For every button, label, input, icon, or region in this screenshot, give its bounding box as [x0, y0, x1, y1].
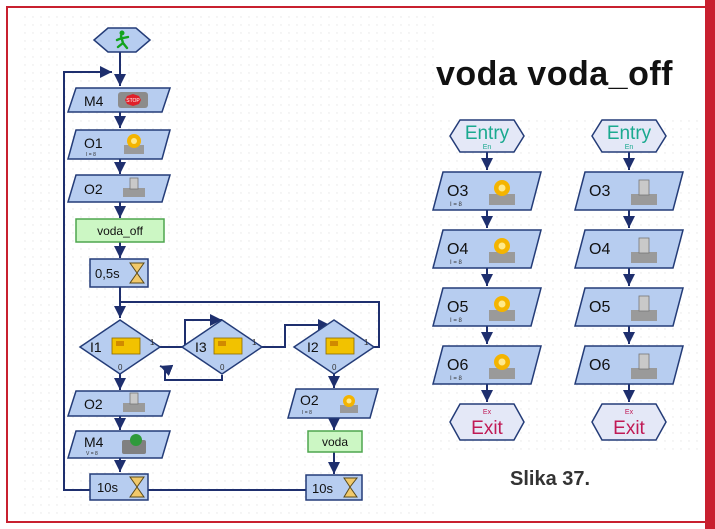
- lamp-on-icon: [124, 134, 144, 154]
- left-connectors: [63, 52, 380, 500]
- start-block: [92, 27, 152, 53]
- lamp-on-icon: [489, 296, 515, 321]
- voda-step-o4: O4 I = 8: [432, 229, 542, 269]
- voda-entry-sub: En: [483, 144, 492, 151]
- switch-icon: [111, 337, 141, 355]
- sub-voda-block: voda: [307, 430, 363, 453]
- voda-step-label: O4: [447, 241, 468, 258]
- switch-icon: [325, 337, 355, 355]
- branch-i1: I1 1 0: [78, 319, 162, 375]
- o2-on-sub-label: I = 8: [302, 410, 312, 416]
- sub-voda-off-block: voda_off: [75, 218, 165, 243]
- voda-off-entry: Entry En: [591, 119, 667, 153]
- o2-on-label: O2: [300, 392, 319, 408]
- lamp-off-icon: [631, 179, 657, 205]
- hourglass-icon: [129, 476, 145, 498]
- i2-yes: 1: [364, 338, 369, 347]
- voda-step-o3: O3 I = 8: [432, 171, 542, 211]
- wait-10a-label: 10s: [97, 480, 118, 495]
- wait-half-label: 0,5s: [95, 266, 120, 281]
- i3-no: 0: [220, 363, 225, 372]
- voda-step-sub: I = 8: [450, 318, 463, 324]
- m4-stop-block: M4 STOP: [66, 87, 172, 113]
- sub-voda-off-label: voda_off: [97, 224, 143, 238]
- voda-step-o5: O5 I = 8: [432, 287, 542, 327]
- i1-label: I1: [90, 339, 102, 355]
- sub-voda-label: voda: [322, 435, 348, 449]
- m4-stop-label: M4: [84, 93, 104, 109]
- voda-off-entry-label: Entry: [607, 123, 652, 144]
- voda-off-step-label: O5: [589, 299, 610, 316]
- i2-label: I2: [307, 339, 319, 355]
- lamp-off-icon: [631, 295, 657, 321]
- wait-10b-block: 10s: [305, 474, 363, 501]
- voda-subprogram: Entry En O3 I = 8 O4 I = 8 O5 I = 8 O6 I = 8 Ex…: [432, 119, 542, 441]
- o1-label: O1: [84, 135, 103, 151]
- o2-on-block: O2 I = 8: [287, 388, 379, 419]
- o1-on-block: O1 I = 8: [67, 129, 171, 160]
- branch-i3: I3 1 0: [180, 319, 264, 375]
- motor-stop-icon: STOP: [118, 92, 148, 108]
- voda-entry-label: Entry: [465, 123, 510, 144]
- page-title: voda voda_off: [436, 55, 673, 93]
- voda-off-exit-sub: Ex: [625, 409, 634, 416]
- lamp-off-icon: [631, 237, 657, 263]
- voda-entry: Entry En: [449, 119, 525, 153]
- motor-icon: [122, 434, 146, 454]
- voda-exit: Ex Exit: [449, 403, 525, 441]
- voda-off-step-label: O4: [589, 241, 610, 258]
- voda-off-step-o4: O4: [574, 229, 684, 269]
- voda-step-sub: I = 8: [450, 202, 463, 208]
- voda-step-sub: I = 8: [450, 260, 463, 266]
- hourglass-icon: [343, 477, 359, 498]
- voda-step-sub: I = 8: [450, 376, 463, 382]
- lamp-on-icon: [489, 180, 515, 205]
- voda-off-step-o3: O3: [574, 171, 684, 211]
- m4-on-label: M4: [84, 434, 104, 450]
- voda-off-exit-label: Exit: [613, 418, 645, 439]
- lamp-off-icon: [631, 353, 657, 379]
- voda-step-o6: O6 I = 8: [432, 345, 542, 385]
- voda-off-step-label: O3: [589, 183, 610, 200]
- lamp-off-icon: [123, 177, 145, 197]
- voda-off-exit: Ex Exit: [591, 403, 667, 441]
- wait-10a-block: 10s: [89, 473, 149, 501]
- voda-step-label: O5: [447, 299, 468, 316]
- o2-label: O2: [84, 181, 103, 197]
- red-edge-bar: [705, 0, 715, 529]
- figure-caption: Slika 37.: [510, 468, 591, 490]
- switch-icon: [213, 337, 243, 355]
- lamp-off-icon: [123, 392, 145, 412]
- running-person-icon: [115, 30, 130, 50]
- voda-off-entry-sub: En: [625, 144, 634, 151]
- branch-i2: I2 1 0: [292, 319, 376, 375]
- voda-exit-sub: Ex: [483, 409, 492, 416]
- svg-text:STOP: STOP: [126, 98, 140, 104]
- voda-off-step-label: O6: [589, 357, 610, 374]
- i1-yes: 1: [150, 338, 155, 347]
- voda-off-step-o5: O5: [574, 287, 684, 327]
- voda-off-step-o6: O6: [574, 345, 684, 385]
- m4-on-sub-label: V = 8: [86, 451, 98, 457]
- voda-step-label: O6: [447, 357, 468, 374]
- o2-off-block: O2: [66, 174, 172, 203]
- i2-no: 0: [332, 363, 337, 372]
- i3-label: I3: [195, 339, 207, 355]
- lamp-on-icon: [489, 354, 515, 379]
- wait-10b-label: 10s: [312, 481, 333, 496]
- o2-b-label: O2: [84, 396, 103, 412]
- o2-off-block-b: O2: [66, 390, 172, 417]
- m4-on-block: M4 V = 8: [66, 430, 172, 459]
- o1-sub-label: I = 8: [86, 152, 96, 158]
- lamp-on-icon: [489, 238, 515, 263]
- voda-step-label: O3: [447, 183, 468, 200]
- hourglass-icon: [129, 262, 145, 284]
- wait-half-block: 0,5s: [89, 258, 149, 288]
- i3-yes: 1: [252, 338, 257, 347]
- i1-no: 0: [118, 363, 123, 372]
- lamp-on-icon: [340, 395, 358, 413]
- voda-exit-label: Exit: [471, 418, 503, 439]
